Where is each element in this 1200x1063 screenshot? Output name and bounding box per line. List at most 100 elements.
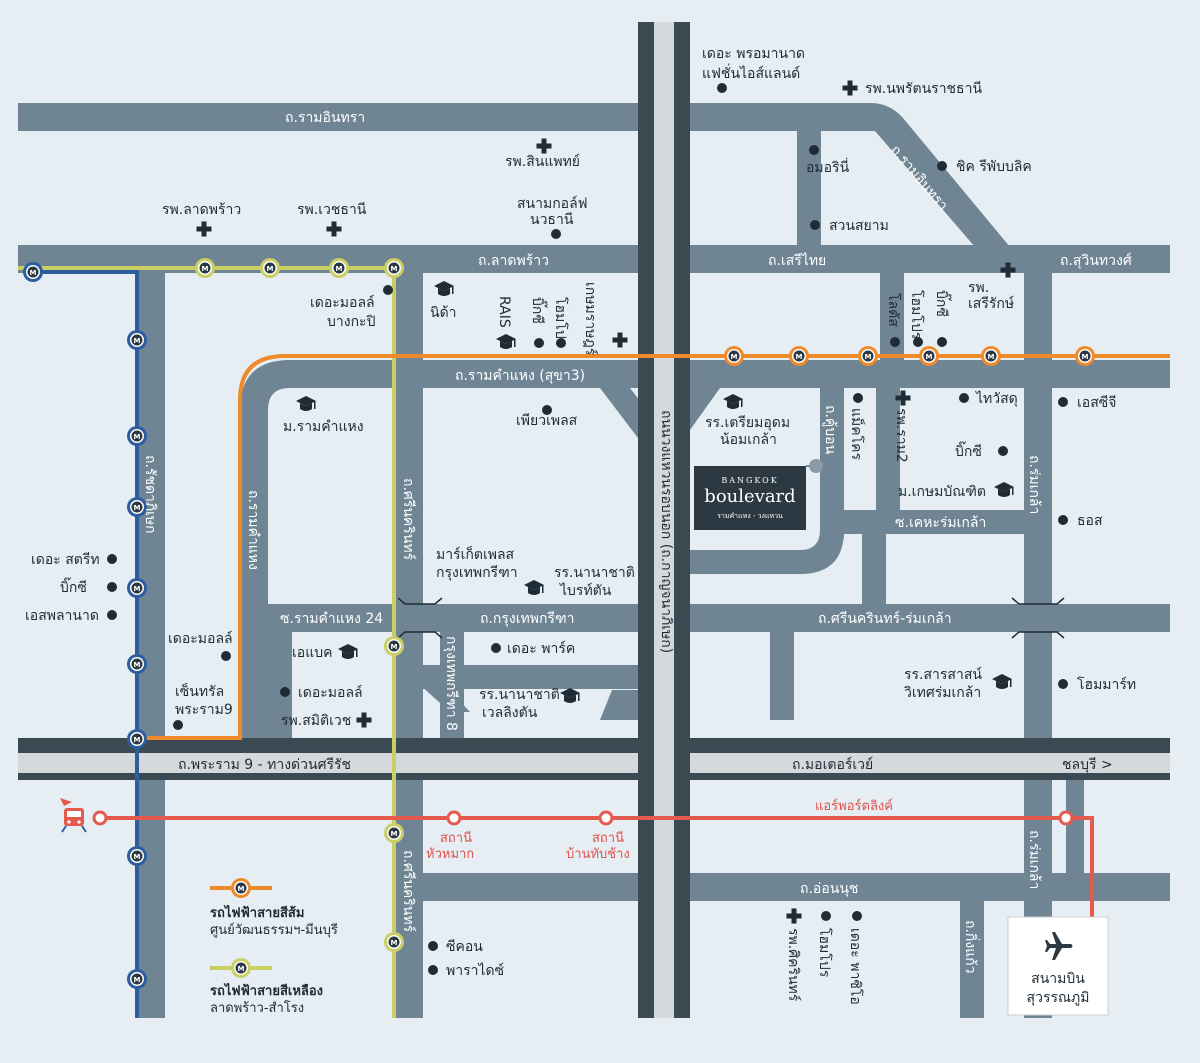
station-icon[interactable]: [260, 258, 280, 278]
legend-orange-route: ศูนย์วัฒนธรรมฯ-มีนบุรี: [210, 922, 338, 938]
station-icon[interactable]: [23, 262, 43, 282]
label-banthapchang-1: สถานี: [592, 830, 624, 846]
blue-line: [33, 270, 139, 1018]
label-kt8: กรุงเทพกรีฑา 8: [443, 636, 459, 731]
label-sarasas-2: วิเทศร่มเกล้า: [904, 685, 981, 701]
label-rom-klao: ถ.ร่มเกล้า: [1026, 455, 1042, 514]
label-ramkhamhaeng-vert: ถ.รามคำแหง: [245, 490, 261, 570]
label-on-nut: ถ.อ่อนนุช: [800, 881, 858, 897]
label-abac: เอแบค: [292, 645, 332, 661]
station-icon[interactable]: [1075, 346, 1095, 366]
blue-stations: [23, 262, 147, 989]
label-rama2-hosp: รพ.ราม2: [893, 408, 909, 463]
label-paradise: พาราไดซ์: [446, 962, 504, 979]
label-mall-ram9: เดอะมอลล์: [168, 630, 233, 647]
label-sikarin: รพ.ศิครินทร์: [785, 928, 802, 1002]
project-marker[interactable]: BANGKOK boulevard รามคำแหง - วงแหวน: [694, 459, 823, 530]
station-makkasan-marker[interactable]: [92, 810, 108, 826]
label-sarasas-1: รร.สารสาสน์: [904, 666, 982, 683]
label-fashion-island: แฟชั่นไอส์แลนด์: [702, 64, 800, 82]
label-wetchathani-hosp: รพ.เวชธานี: [297, 202, 367, 218]
label-homepro-3: โฮมโปร: [816, 928, 833, 978]
road-inner-5: [770, 632, 794, 720]
overpass-markers: [397, 597, 1065, 639]
road-inner-3: [844, 510, 1024, 534]
label-mall-bangkapi-2: บางกะปิ: [327, 314, 376, 330]
label-seriruk-1: รพ.: [968, 280, 989, 296]
station-icon[interactable]: [127, 969, 147, 989]
label-lat-phrao: ถ.ลาดพร้าว: [478, 253, 549, 269]
label-rama9: ถ.พระราม 9 - ทางด่วนศรีรัช: [178, 757, 351, 773]
label-seacon: ซีคอน: [446, 939, 483, 955]
road-inner-6: [876, 388, 900, 510]
label-homepro-1: โฮมโปร: [552, 297, 569, 347]
label-kanchanaphisek: ถนนวงแหวนรอบนอก (ถ.กาญจนาภิเษก): [658, 410, 674, 653]
legend-yellow-title: รถไฟฟ้าสายสีเหลือง: [210, 982, 323, 999]
train-icon: [60, 798, 87, 833]
airport-box[interactable]: สนามบิน สุวรรณภูมิ: [1007, 916, 1109, 1016]
label-toss: ธอส: [1077, 513, 1103, 529]
label-the-promenade: เดอะ พรอมานาด: [702, 46, 805, 62]
station-icon[interactable]: [127, 426, 147, 446]
road-soi-sw: [268, 632, 292, 738]
label-ru: ม.รามคำแหง: [283, 419, 364, 435]
label-chic-republic: ชิค รีพับบลิค: [956, 159, 1032, 175]
station-icon[interactable]: [919, 346, 939, 366]
station-icon[interactable]: [127, 330, 147, 350]
station-icon[interactable]: [329, 258, 349, 278]
station-huamak-marker[interactable]: [446, 810, 462, 826]
label-nopparat-hosp: รพ.นพรัตนราชธานี: [865, 81, 982, 97]
label-motorway: ถ.มอเตอร์เวย์: [792, 756, 873, 773]
rail-labels: แอร์พอร์ตลิงค์ สถานี หัวหมาก สถานี บ้านท…: [426, 798, 893, 862]
station-icon[interactable]: [127, 654, 147, 674]
road-khubon: [820, 388, 844, 538]
station-icon[interactable]: [127, 729, 147, 749]
station-icon[interactable]: [384, 823, 404, 843]
graduation-cap-icon: [723, 394, 743, 409]
road-network: [18, 103, 1170, 1018]
label-central-2: พระราม9: [175, 702, 233, 718]
graduation-cap-icon: [296, 396, 316, 411]
station-icon[interactable]: [127, 578, 147, 598]
graduation-cap-icon: [338, 644, 358, 659]
place-labels: เดอะ พรอมานาด แฟชั่นไอส์แลนด์ รพ.นพรัตนร…: [25, 46, 1136, 1005]
station-icon[interactable]: [195, 258, 215, 278]
label-seriruk-2: เสรีรักษ์: [968, 295, 1014, 312]
road-airport-spur: [1024, 780, 1050, 880]
station-icon[interactable]: [127, 846, 147, 866]
label-krungthep-kreetha: ถ.กรุงเทพกรีฑา: [480, 611, 574, 627]
cross-icon: [786, 908, 802, 924]
graduation-cap-icon: [992, 674, 1012, 689]
station-ladkrabang-marker[interactable]: [1058, 810, 1074, 826]
station-icon[interactable]: [384, 932, 404, 952]
road-ram-inthra-east: [660, 103, 1010, 247]
label-mall-ram3: เดอะมอลล์: [298, 684, 363, 701]
label-srinakarin-2: ถ.ศรีนครินทร์: [400, 850, 417, 933]
label-soi-ram24: ซ.รามคำแหง 24: [280, 611, 383, 627]
project-name: boulevard: [704, 486, 795, 507]
station-banthapchang-marker[interactable]: [598, 810, 614, 826]
station-icon[interactable]: [384, 258, 404, 278]
road-diag-3: [420, 685, 470, 712]
label-sinphaet-hosp: รพ.สินแพทย์: [505, 153, 580, 170]
label-ladprao-hosp: รพ.ลาดพร้าว: [162, 202, 241, 218]
expressway-rama9: [18, 738, 1170, 780]
cross-icon: [536, 138, 552, 154]
station-icon[interactable]: [789, 346, 809, 366]
road-diag-2: [690, 388, 720, 430]
label-kbu: ม.เกษมบัณฑิต: [898, 484, 986, 500]
road-on-nut: [395, 873, 1170, 901]
label-homepro-2: โฮมโปร: [908, 290, 925, 340]
airport-link-line: [100, 816, 1094, 934]
station-icon[interactable]: [981, 346, 1001, 366]
road-diag-4: [600, 690, 640, 720]
label-bigc-2: บิ๊กซี: [933, 290, 952, 317]
station-icon[interactable]: [384, 636, 404, 656]
label-market-place-2: กรุงเทพกรีฑา: [436, 565, 518, 581]
label-srinakarin-romklao: ถ.ศรีนครินทร์-ร่มเกล้า: [818, 610, 952, 627]
label-thai-watsadu: ไทวัสดุ: [975, 390, 1018, 407]
station-icon[interactable]: [858, 346, 878, 366]
legend-orange-title: รถไฟฟ้าสายสีส้ม: [210, 904, 304, 921]
station-icon[interactable]: [724, 346, 744, 366]
